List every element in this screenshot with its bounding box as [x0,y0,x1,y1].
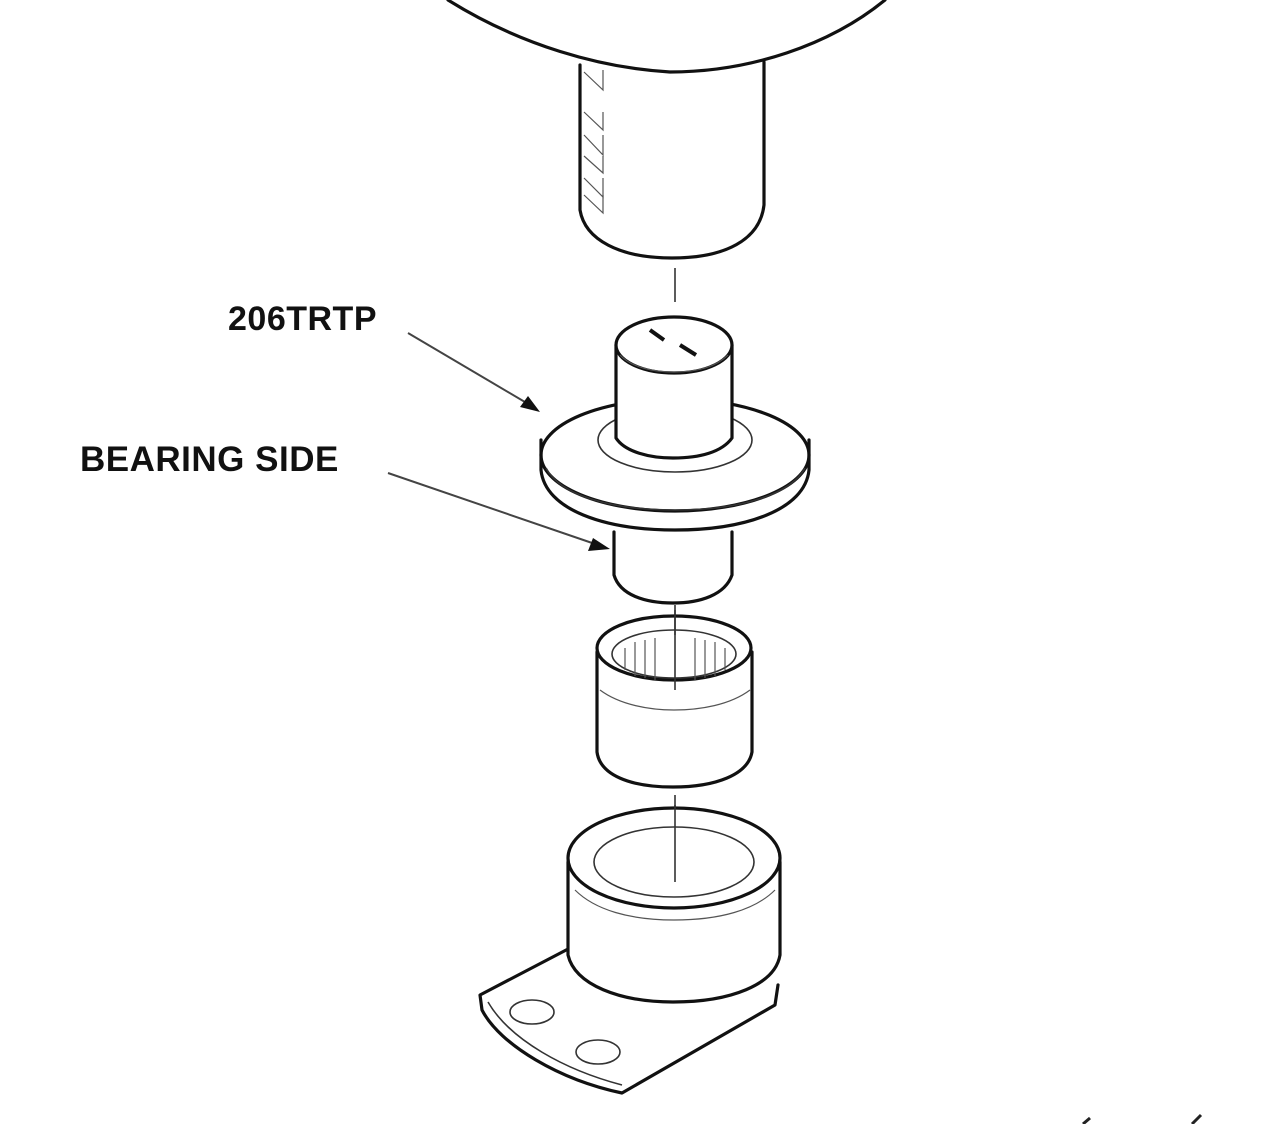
pin-206trtp [539,315,811,635]
part-number-label: 206TRTP [228,300,377,338]
leader-bearing-side [387,472,610,551]
bearing-side-label: BEARING SIDE [80,440,339,479]
leader-206trtp [407,332,540,412]
upper-housing [446,0,887,302]
flange-base [478,805,782,1095]
needle-bearing [595,610,754,880]
